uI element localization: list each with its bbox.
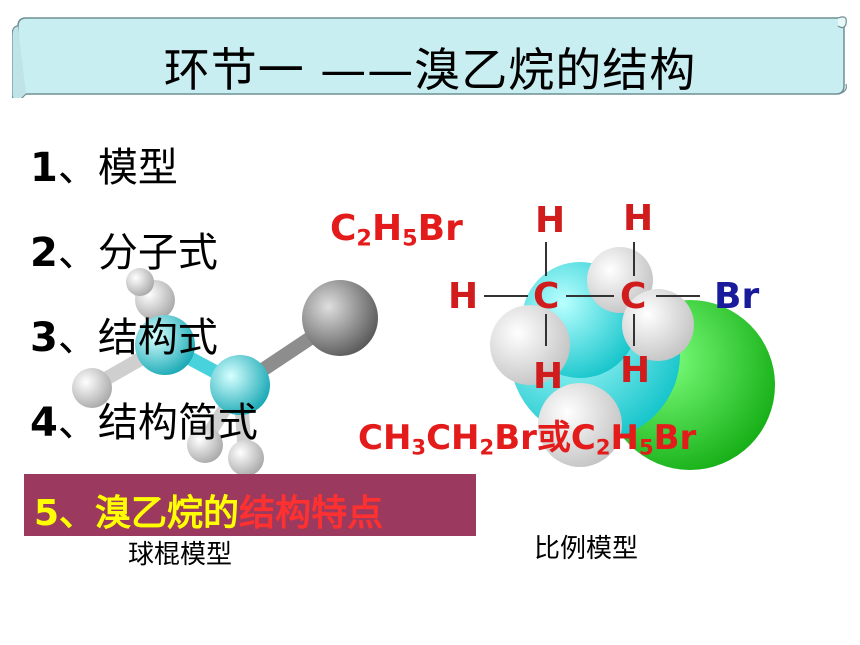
struct-h-top-right: H	[623, 198, 654, 239]
outline-item-2: 2、分子式	[30, 230, 218, 276]
outline-item-1: 1、模型	[30, 145, 178, 191]
caption-space-fill: 比例模型	[534, 534, 639, 564]
molecular-formula: C2H5Br	[330, 208, 463, 252]
outline-item-4: 4、结构简式	[30, 400, 258, 446]
page-title: 环节一 ——溴乙烷的结构	[163, 43, 697, 97]
struct-h-bottom-left: H	[533, 356, 564, 397]
title-banner	[12, 16, 847, 98]
highlight-box	[24, 474, 476, 536]
struct-c-1: C	[533, 276, 560, 317]
struct-h-top-left: H	[535, 200, 566, 241]
condensed-formula: CH3CH2Br或C2H5Br	[358, 418, 697, 460]
caption-ball-stick: 球棍模型	[128, 540, 233, 570]
struct-h-bottom-right: H	[620, 350, 651, 391]
structural-bonds	[484, 242, 700, 346]
space-fill-model	[490, 247, 775, 470]
struct-br: Br	[714, 276, 760, 317]
ball-stick-model	[72, 268, 378, 476]
struct-h-left: H	[448, 276, 479, 317]
outline-item-5: 5、溴乙烷的结构特点	[34, 493, 384, 534]
outline-item-3: 3、结构式	[30, 315, 218, 361]
struct-c-2: C	[620, 276, 647, 317]
